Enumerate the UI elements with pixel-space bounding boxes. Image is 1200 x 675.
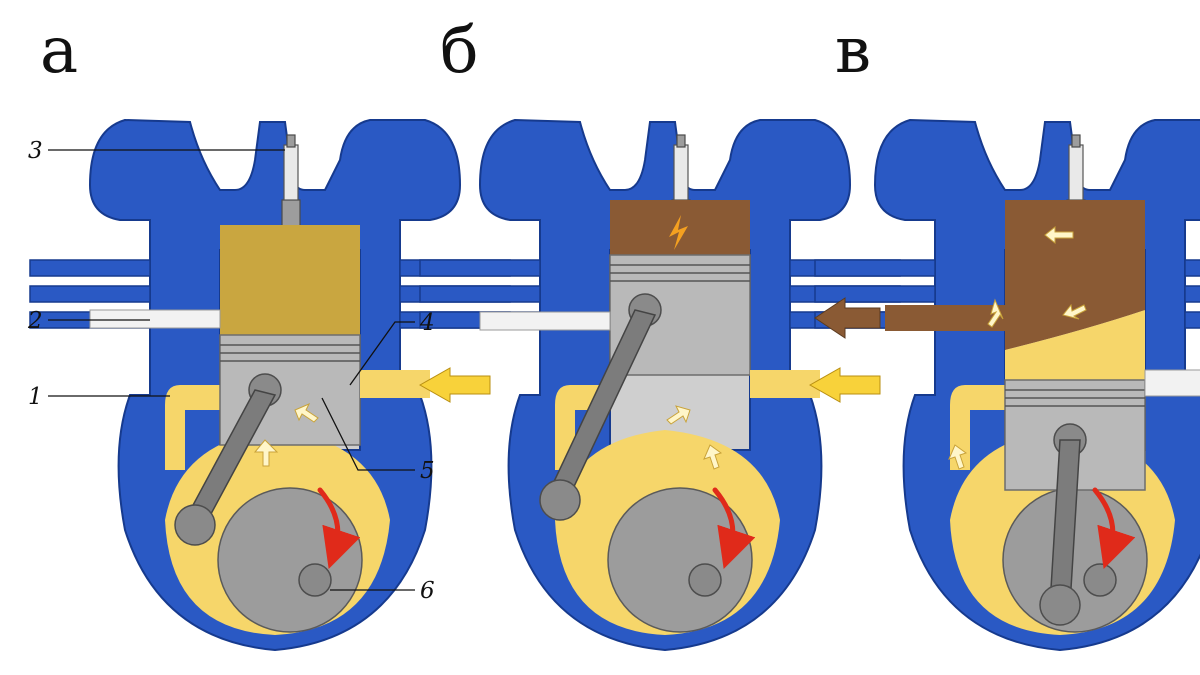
callout-6: 6 [420, 578, 435, 604]
intake-arrow [808, 367, 881, 403]
callout-4: 4 [419, 310, 435, 336]
leader-5 [321, 397, 415, 471]
exhaust-port-open [885, 305, 1005, 331]
panel-letter-v: в [835, 14, 871, 88]
callout-1: 1 [28, 384, 43, 410]
panel-b [419, 119, 901, 651]
combustion-chamber-burning [610, 200, 750, 255]
rotation-arrow [712, 487, 756, 569]
intake-arrow [418, 367, 491, 403]
panel-a [29, 119, 511, 651]
callout-5: 5 [420, 458, 435, 484]
exhaust-arrow [814, 297, 881, 339]
exhaust-gas [1005, 200, 1145, 350]
callout-3: 3 [28, 138, 43, 164]
panel-v [814, 119, 1200, 651]
leader-4 [349, 321, 415, 386]
combustion-chamber-mix [220, 225, 360, 335]
spark-flash [669, 215, 688, 250]
callouts: 3 2 1 4 5 6 [27, 138, 435, 604]
fresh-charge [1005, 310, 1145, 380]
exhaust-port [89, 309, 221, 329]
rotation-arrow [317, 487, 361, 569]
panel-letter-b: б [440, 14, 479, 88]
callout-2: 2 [27, 308, 43, 334]
panel-letter-a: а [40, 14, 78, 88]
rotation-arrow [1092, 487, 1136, 569]
exhaust-port [479, 311, 611, 331]
